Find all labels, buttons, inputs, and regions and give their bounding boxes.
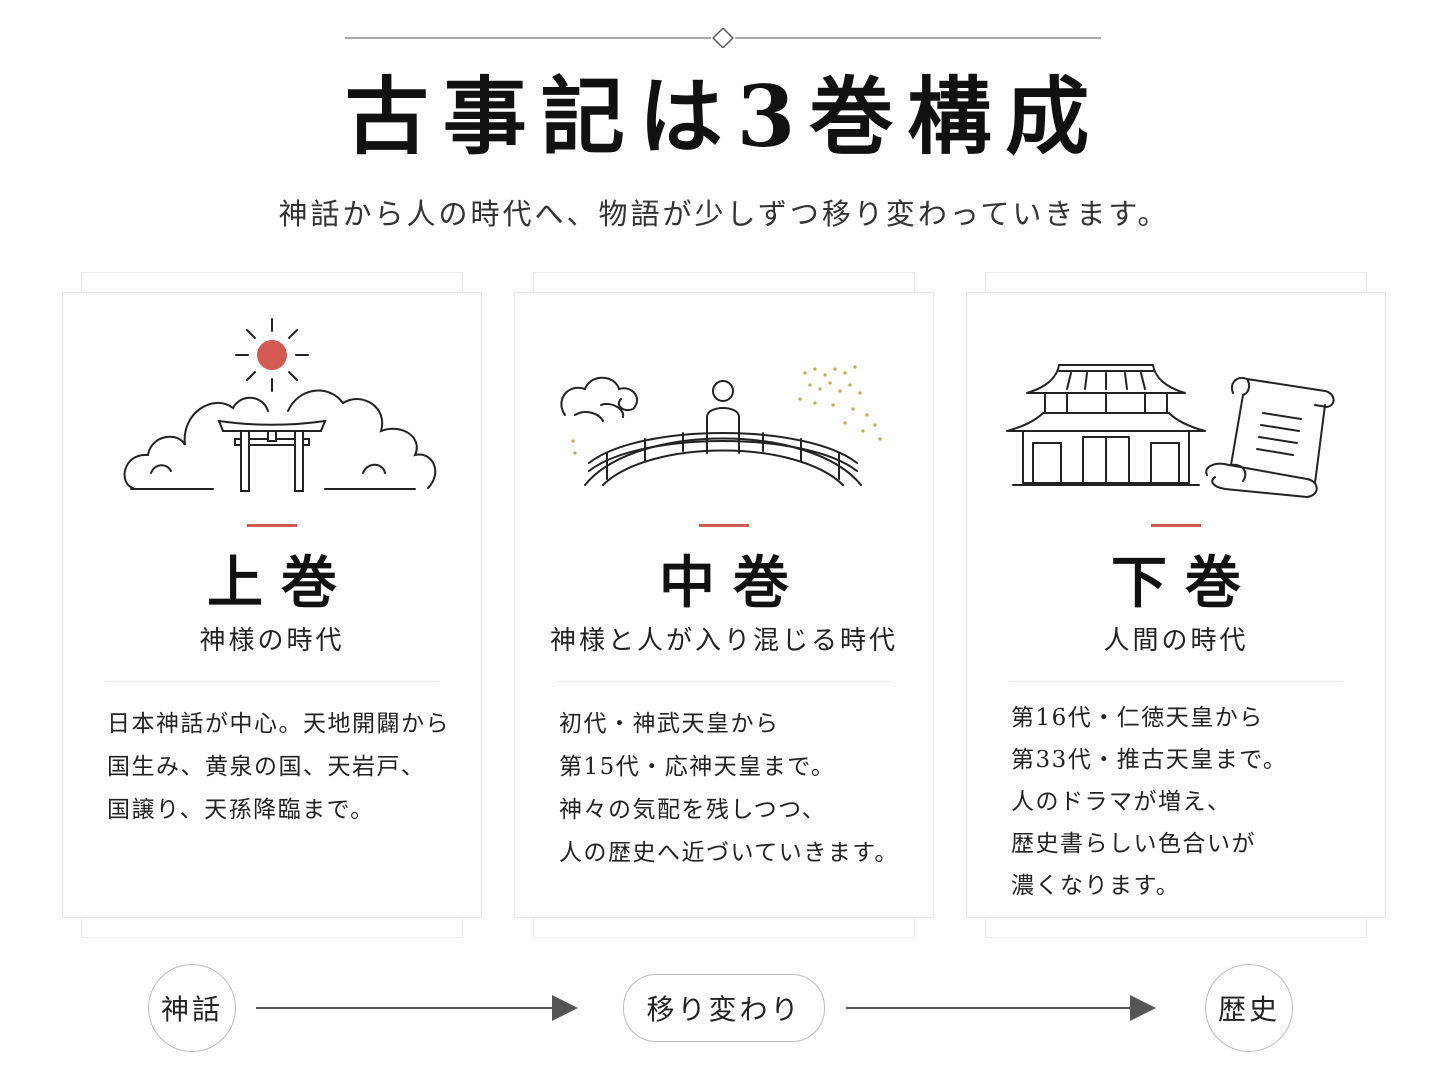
card-volume-1: 上巻 神様の時代 日本神話が中心。天地開闢から 国生み、黄泉の国、天岩戸、 国譲… — [62, 272, 482, 938]
description-line: 日本神話が中心。天地開闢から — [107, 711, 450, 737]
flow-arrow — [256, 995, 578, 1021]
description-line: 第15代・応神天皇まで。 — [559, 754, 836, 780]
volume-description: 第16代・仁徳天皇から 第33代・推古天皇まで。 人のドラマが増え、 歴史書らし… — [1011, 697, 1365, 907]
volume-description: 日本神話が中心。天地開闢から 国生み、黄泉の国、天岩戸、 国譲り、天孫降臨まで。 — [107, 703, 461, 832]
title-ornament — [345, 28, 1101, 48]
accent-line — [1151, 524, 1201, 527]
volume-title: 下巻 — [1111, 550, 1259, 616]
card-volume-2: 中巻 神様と人が入り混じる時代 初代・神武天皇から 第15代・応神天皇まで。 神… — [514, 272, 934, 938]
volume-title: 中巻 — [659, 550, 807, 616]
bridge-figure-icon — [560, 365, 882, 486]
description-line: 神々の気配を残しつつ、 — [559, 797, 827, 823]
flow-node-history: 歴史 — [1205, 964, 1293, 1052]
volume-era: 神様の時代 — [199, 626, 345, 656]
description-line: 国生み、黄泉の国、天岩戸、 — [107, 754, 426, 780]
description-line: 第16代・仁徳天皇から — [1011, 705, 1264, 731]
palace-scroll-icon — [1006, 364, 1335, 498]
description-line: 国譲り、天孫降臨まで。 — [107, 797, 375, 823]
volume-era: 神様と人が入り混じる時代 — [549, 626, 898, 656]
description-line: 人のドラマが増え、 — [1011, 789, 1232, 815]
description-line: 第33代・推古天皇まで。 — [1011, 747, 1288, 773]
torii-sun-clouds-icon — [123, 318, 437, 492]
accent-line — [247, 524, 297, 527]
description-line: 人の歴史へ近づいていきます。 — [559, 840, 900, 866]
flow-node-transition: 移り変わり — [623, 974, 825, 1042]
card-divider — [105, 681, 439, 682]
description-line: 歴史書らしい色合いが — [1011, 831, 1256, 857]
volume-title: 上巻 — [207, 550, 355, 616]
flow-node-myth: 神話 — [148, 964, 236, 1052]
accent-line — [699, 524, 749, 527]
card-divider — [1009, 681, 1343, 682]
card-volume-3: 下巻 人間の時代 第16代・仁徳天皇から 第33代・推古天皇まで。 人のドラマが… — [966, 272, 1386, 938]
volume-description: 初代・神武天皇から 第15代・応神天皇まで。 神々の気配を残しつつ、 人の歴史へ… — [559, 703, 913, 875]
volume-era: 人間の時代 — [1103, 626, 1249, 656]
page-subtitle: 神話から人の時代へ、物語が少しずつ移り変わっていきます。 — [278, 197, 1170, 231]
description-line: 初代・神武天皇から — [559, 711, 780, 737]
flow-arrow — [846, 995, 1156, 1021]
card-divider — [557, 681, 891, 682]
page-title: 古事記は3巻構成 — [344, 67, 1104, 166]
description-line: 濃くなります。 — [1011, 873, 1181, 899]
